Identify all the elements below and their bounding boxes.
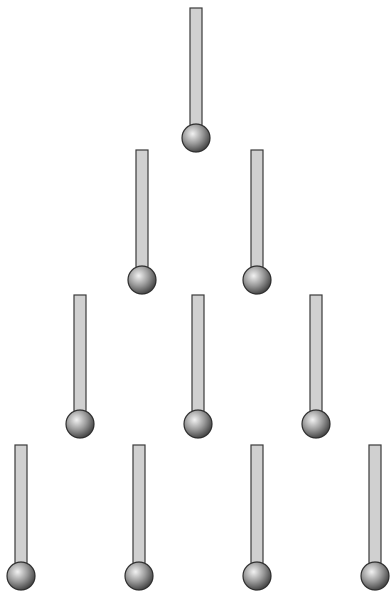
pendulum-rod bbox=[15, 445, 27, 566]
pendulum-row-4 bbox=[7, 445, 389, 590]
pendulum-bob bbox=[125, 562, 153, 590]
pendulum-bob bbox=[243, 562, 271, 590]
pendulum-bob bbox=[361, 562, 389, 590]
pendulum-rod bbox=[74, 295, 86, 414]
pendulum-rod bbox=[136, 150, 148, 271]
pendulum bbox=[302, 295, 330, 438]
pendulum-rod bbox=[190, 8, 202, 128]
pendulum-row-2 bbox=[128, 150, 271, 294]
pendulum-bob bbox=[302, 410, 330, 438]
pendulum-rod bbox=[133, 445, 145, 566]
pendulum-bob bbox=[182, 124, 210, 152]
pendulum-rod bbox=[251, 150, 263, 271]
pendulum-rod bbox=[251, 445, 263, 566]
pendulum bbox=[243, 445, 271, 590]
pendulum bbox=[184, 295, 212, 438]
pendulum bbox=[66, 295, 94, 438]
pendulum bbox=[7, 445, 35, 590]
pendulum-rod bbox=[192, 295, 204, 414]
pendulum-rows bbox=[7, 8, 389, 590]
pendulum bbox=[125, 445, 153, 590]
pendulum bbox=[182, 8, 210, 152]
pendulum-bob bbox=[243, 266, 271, 294]
pendulum bbox=[243, 150, 271, 294]
pendulum-bob bbox=[184, 410, 212, 438]
pendulum bbox=[128, 150, 156, 294]
pendulum-bob bbox=[66, 410, 94, 438]
pendulum-rod bbox=[310, 295, 322, 414]
pendulum-bob bbox=[128, 266, 156, 294]
pendulum-bob bbox=[7, 562, 35, 590]
pendulum-rod bbox=[369, 445, 381, 566]
pendulum bbox=[361, 445, 389, 590]
pendulum-row-3 bbox=[66, 295, 330, 438]
pendulum-row-1 bbox=[182, 8, 210, 152]
